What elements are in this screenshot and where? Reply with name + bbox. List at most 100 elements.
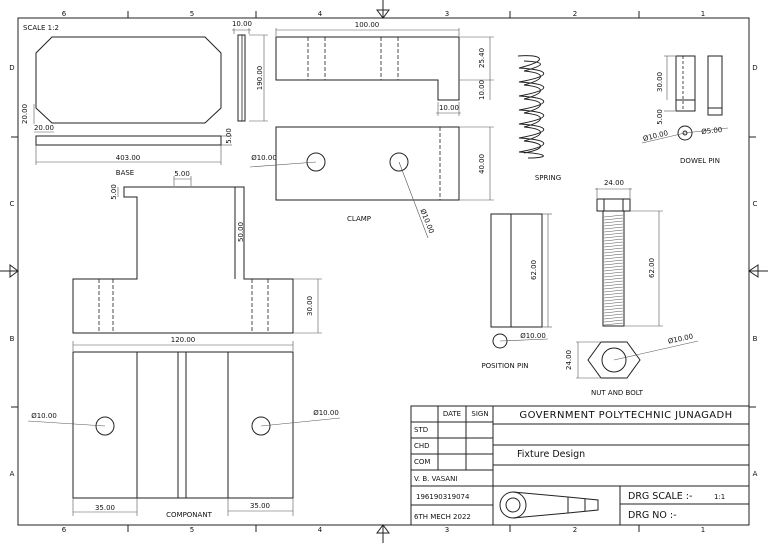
position-pin-length-dim: 62.00 — [530, 260, 538, 280]
title-row-std: STD — [414, 426, 428, 434]
component-plan — [72, 351, 294, 499]
bolt-thread-line — [603, 313, 624, 317]
bolt-thread-line — [603, 256, 624, 260]
bolt-thread-line — [603, 316, 624, 320]
bolt-thread-line — [603, 307, 624, 311]
component-right-width-dim: 35.00 — [250, 502, 270, 510]
base-front — [35, 135, 222, 146]
bolt-thread-line — [603, 226, 624, 230]
base-top-width-dim: 10.00 — [232, 20, 252, 28]
row-label-d-right: D — [752, 64, 757, 72]
col-label-1: 1 — [701, 10, 705, 18]
col-label-4: 4 — [318, 10, 323, 18]
clamp-height-dim: 25.40 — [478, 48, 486, 68]
bolt-thread-line — [603, 268, 624, 272]
col-label-5: 5 — [190, 10, 194, 18]
clamp-hole-right — [389, 152, 409, 172]
col-label-1-bottom: 1 — [701, 526, 705, 534]
clamp-view: 100.00 25.40 10.00 10.00 Ø10.00 Ø10.00 4… — [249, 21, 494, 239]
bolt-thread-line — [603, 310, 624, 314]
row-label-c: C — [10, 200, 15, 208]
nut-height-dim: 24.00 — [565, 350, 573, 370]
clamp-step-dim: 10.00 — [478, 80, 486, 100]
title-drawing-name: Fixture Design — [517, 449, 585, 460]
center-arrow-top — [376, 9, 390, 19]
col-label-5-bottom: 5 — [190, 526, 194, 534]
bolt-thread-line — [603, 244, 624, 248]
spring-label: SPRING — [535, 174, 561, 182]
row-label-a-right: A — [753, 470, 758, 478]
spring-coil-inner — [523, 60, 541, 154]
position-pin-body — [490, 213, 512, 328]
position-pin-dia-dim: Ø10.00 — [520, 332, 546, 340]
dowel-pin-label: DOWEL PIN — [680, 157, 720, 165]
dowel-pin-view: 30.00 5.00 Ø10.00 Ø5.00 DOWEL PIN — [641, 55, 729, 165]
nut-bolt-view: 24.00 62.00 24.00 Ø10.00 NUT AND BOLT — [565, 179, 699, 397]
base-plate-outline — [35, 36, 222, 124]
base-view: 10.00 190.00 403.00 5.00 20.00 20.00 BAS… — [21, 20, 268, 177]
bolt-thread-line — [603, 277, 624, 281]
title-student-name: V. B. VASANI — [414, 475, 457, 483]
title-drg-scale-label: DRG SCALE :- — [628, 491, 692, 502]
bolt-thread-line — [603, 247, 624, 251]
bolt-thread-line — [603, 265, 624, 269]
center-arrow-left — [9, 264, 19, 278]
nut-hole — [601, 347, 627, 373]
bolt-thread-line — [603, 292, 624, 296]
bolt-thread-line — [603, 304, 624, 308]
component-hole-right-dim: Ø10.00 — [313, 409, 339, 417]
row-label-a: A — [10, 470, 15, 478]
dowel-dia-large-dim: Ø10.00 — [642, 129, 669, 143]
position-pin-label: POSITION PIN — [481, 362, 528, 370]
title-part-sketch — [499, 491, 599, 519]
title-col-sign: SIGN — [471, 410, 488, 418]
base-step-width-dim: 20.00 — [34, 124, 54, 132]
clamp-step-width-dim: 10.00 — [439, 104, 459, 112]
component-boss-width-dim: 5.00 — [174, 170, 190, 178]
bolt-thread-line — [603, 241, 624, 245]
title-row-chd: CHD — [414, 442, 430, 450]
position-pin-view: 62.00 Ø10.00 POSITION PIN — [481, 213, 552, 370]
bolt-thread-line — [603, 283, 624, 287]
row-label-c-right: C — [753, 200, 758, 208]
bolt-thread-line — [603, 214, 624, 218]
component-hole-right — [251, 416, 271, 436]
col-label-6-bottom: 6 — [62, 526, 67, 534]
dowel-tip-dim: 5.00 — [656, 109, 664, 125]
clamp-label: CLAMP — [347, 215, 371, 223]
bolt-thread-line — [603, 286, 624, 290]
clamp-length-dim: 100.00 — [355, 21, 380, 29]
center-arrow-bottom — [376, 524, 390, 534]
center-arrow-right — [748, 264, 759, 278]
bolt-thread-line — [603, 295, 624, 299]
row-label-b: B — [10, 335, 15, 343]
component-width-dim: 120.00 — [171, 336, 196, 344]
bolt-thread-line — [603, 235, 624, 239]
title-class: 6TH MECH 2022 — [414, 513, 471, 521]
bolt-thread — [603, 214, 624, 326]
bolt-shank — [602, 210, 625, 327]
base-label: BASE — [116, 169, 134, 177]
bolt-thread-line — [603, 262, 624, 266]
clamp-hole-left-dim: Ø10.00 — [251, 154, 277, 162]
component-hole-left-dim: Ø10.00 — [31, 412, 57, 420]
col-label-2-bottom: 2 — [573, 526, 577, 534]
title-col-date: DATE — [443, 410, 461, 418]
component-hole-left — [95, 416, 115, 436]
row-label-b-right: B — [753, 335, 758, 343]
col-label-6: 6 — [62, 10, 67, 18]
col-label-2: 2 — [573, 10, 577, 18]
component-view: 5.00 5.00 50.00 30.00 120.00 Ø10.00 Ø10.… — [27, 170, 341, 519]
bolt-thread-line — [603, 259, 624, 263]
dowel-dia-small-dim: Ø5.00 — [701, 126, 723, 136]
base-step-height-dim: 20.00 — [21, 104, 29, 124]
scale-note: SCALE 1:2 — [23, 24, 59, 32]
base-side — [237, 34, 246, 122]
bolt-thread-line — [603, 298, 624, 302]
dowel-pin-end-circle — [677, 125, 693, 141]
clamp-hole-left — [306, 152, 326, 172]
clamp-elevation — [275, 36, 460, 101]
bolt-thread-line — [603, 229, 624, 233]
